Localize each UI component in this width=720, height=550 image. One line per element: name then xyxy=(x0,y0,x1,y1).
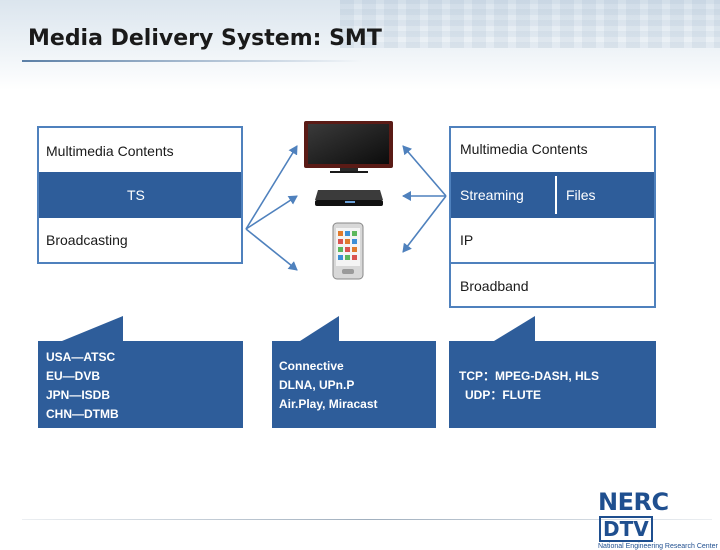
standard-jpn: JPN—ISDB xyxy=(46,388,111,402)
tv-icon xyxy=(304,121,393,173)
broadband-divider xyxy=(451,262,654,264)
logo-nerc: NERC xyxy=(598,488,669,516)
broadband-protocols-list: TCP：MPEG-DASH, HLS UDP：FLUTE xyxy=(459,367,599,405)
protocol-udp: UDP：FLUTE xyxy=(465,388,541,402)
standard-eu: EU—DVB xyxy=(46,369,101,383)
broadband-label: Broadband xyxy=(460,278,529,294)
broadcast-contents-label: Multimedia Contents xyxy=(46,143,174,159)
connective-heading: Connective xyxy=(279,359,344,373)
broadcast-standards-list: USA—ATSC EU—DVB JPN—ISDB CHN—DTMB xyxy=(46,348,119,424)
standard-usa: USA—ATSC xyxy=(46,350,116,364)
logo-dtv: DTV xyxy=(599,516,653,542)
footer-rule xyxy=(22,519,712,520)
streaming-label: Streaming xyxy=(460,187,524,203)
broadband-contents-label: Multimedia Contents xyxy=(460,141,588,157)
broadband-protocols-callout xyxy=(449,341,656,428)
connective-list: Connective DLNA, UPn.P Air.Play, Miracas… xyxy=(279,357,378,414)
title-rule xyxy=(22,60,362,62)
streaming-files-divider xyxy=(555,176,557,214)
connective-callout xyxy=(272,341,436,428)
standard-chn: CHN—DTMB xyxy=(46,407,119,421)
header-band xyxy=(0,0,720,90)
broadcast-arrows xyxy=(245,145,298,271)
page-title: Media Delivery System: SMT xyxy=(28,26,382,51)
broadband-streaming-row xyxy=(451,172,654,218)
broadcast-ts-label: TS xyxy=(127,187,145,203)
broadcast-ts-row xyxy=(39,172,241,218)
mobile-phone-icon xyxy=(332,222,364,280)
broadcast-callout-pointer xyxy=(62,316,123,341)
connective-callout-pointer xyxy=(300,316,339,341)
protocol-tcp: TCP：MPEG-DASH, HLS xyxy=(459,369,600,383)
ip-label: IP xyxy=(460,232,474,248)
broadband-arrows xyxy=(402,145,447,253)
nercdtv-logo: NERCDTV National Engineering Research Ce… xyxy=(598,488,720,550)
broadcasting-label: Broadcasting xyxy=(46,232,128,248)
broadcast-standards-callout xyxy=(38,341,243,428)
connective-airplay: Air.Play, Miracast xyxy=(279,397,378,411)
set-top-box-icon xyxy=(315,190,383,206)
connective-dlna: DLNA, UPn.P xyxy=(279,378,355,392)
files-label: Files xyxy=(566,187,596,203)
broadband-callout-pointer xyxy=(494,316,535,341)
logo-subtitle: National Engineering Research Center xyxy=(598,543,718,550)
